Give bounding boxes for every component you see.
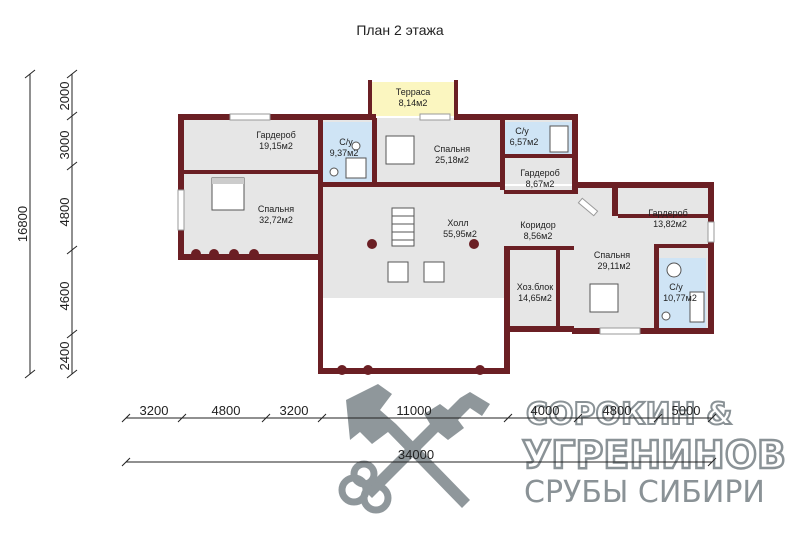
- staircase-icon: [391, 207, 415, 247]
- hall-name: Холл: [447, 218, 468, 228]
- logo-line1: СОРОКИН &: [526, 397, 732, 432]
- bedroom2-name: Спальня: [258, 204, 294, 214]
- bedroom1-area: 25,18м2: [435, 155, 469, 165]
- vertical-dimension-labels: 16800 2000 3000 4800 4600 2400: [15, 82, 72, 371]
- dim-h-4: 4000: [531, 403, 560, 418]
- corridor-area: 8,56м2: [524, 231, 553, 241]
- bath3-name: С/у: [669, 282, 683, 292]
- terrace-name: Терраса: [396, 87, 431, 97]
- dim-h-5: 4800: [603, 403, 632, 418]
- bath2-area: 6,57м2: [510, 137, 539, 147]
- logo-line2: УГРЕНИНОВ: [522, 433, 786, 477]
- dim-h-3: 11000: [396, 403, 431, 418]
- dim-h-6: 5000: [672, 403, 701, 418]
- wardrobe2-name: Гардероб: [520, 168, 560, 178]
- sink-icon: [351, 141, 361, 151]
- utility-area: 14,65м2: [518, 293, 552, 303]
- plan-title: План 2 этажа: [356, 22, 444, 38]
- armchair-icon: [423, 261, 445, 283]
- dim-total-width: 34000: [398, 447, 434, 462]
- horizontal-dimensions: [121, 413, 717, 467]
- dim-h-1: 4800: [212, 403, 241, 418]
- wardrobe1-name: Гардероб: [256, 130, 296, 140]
- wardrobe1-area: 19,15м2: [259, 141, 293, 151]
- terrace-floor: [370, 82, 456, 116]
- dim-v-2: 4800: [57, 198, 72, 227]
- bathtub-icon: [549, 125, 569, 153]
- company-logo: СОРОКИН & УГРЕНИНОВ СРУБЫ СИБИРИ: [338, 384, 787, 514]
- wardrobe2-area: 8,67м2: [526, 179, 555, 189]
- bathtub-icon: [689, 291, 705, 323]
- bedroom3-area: 29,11м2: [597, 261, 630, 271]
- bedroom1-name: Спальня: [434, 144, 470, 154]
- dim-v-3: 4600: [57, 282, 72, 311]
- armchair-icon: [387, 261, 409, 283]
- dim-v-1: 3000: [57, 131, 72, 160]
- horizontal-dimension-labels: 3200 4800 3200 11000 4000 4800 5000 3400…: [140, 403, 701, 462]
- bath1-name: С/у: [339, 137, 353, 147]
- vertical-dimensions: [24, 69, 78, 379]
- hall-area: 55,95м2: [443, 229, 477, 239]
- bedroom3-name: Спальня: [594, 250, 630, 260]
- toilet-icon: [661, 311, 671, 321]
- bath1-area: 9,37м2: [330, 148, 359, 158]
- shower-icon: [345, 157, 367, 179]
- utility-name: Хоз.блок: [517, 282, 554, 292]
- shower-icon: [666, 262, 682, 278]
- walls: [178, 80, 714, 375]
- room-labels: Терраса 8,14м2 Гардероб 19,15м2 С/у 9,37…: [256, 87, 697, 303]
- dim-h-2: 3200: [280, 403, 309, 418]
- toilet-icon: [329, 167, 339, 177]
- dim-v-0: 2000: [57, 82, 72, 111]
- bed-icon: [589, 283, 619, 313]
- dim-total-height: 16800: [15, 206, 30, 242]
- logo-line3: СРУБЫ СИБИРИ: [524, 475, 765, 510]
- terrace-area: 8,14м2: [399, 98, 428, 108]
- dim-v-4: 2400: [57, 342, 72, 371]
- wardrobe3-name: Гардероб: [648, 208, 688, 218]
- dim-h-0: 3200: [140, 403, 169, 418]
- windows: [177, 113, 715, 335]
- bath2-name: С/у: [515, 126, 529, 136]
- fixtures: [211, 125, 705, 323]
- corridor-name: Коридор: [520, 220, 556, 230]
- bed-icon: [385, 135, 415, 165]
- wardrobe3-area: 13,82м2: [653, 219, 687, 229]
- bedroom2-area: 32,72м2: [259, 215, 293, 225]
- bath3-area: 10,77м2: [663, 293, 697, 303]
